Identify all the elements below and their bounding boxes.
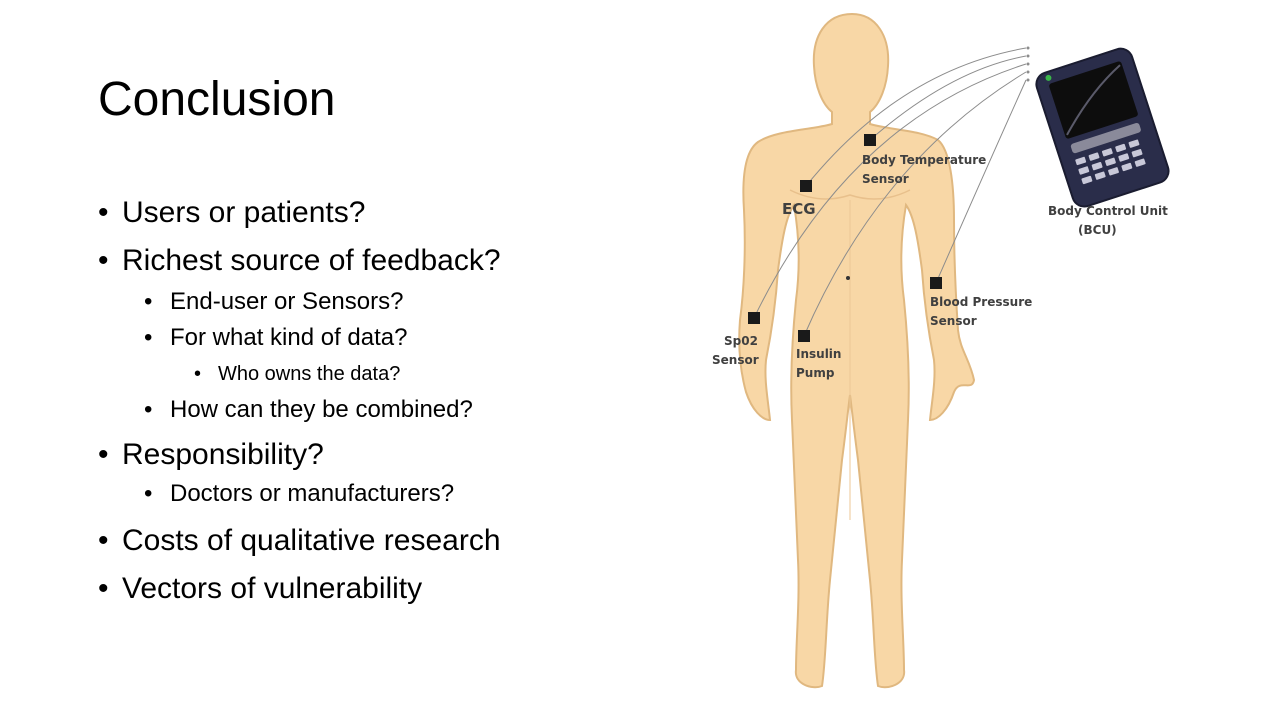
spo2-label-line2: Sensor xyxy=(712,353,759,367)
bcu-device-icon xyxy=(1035,47,1170,208)
ecg-sensor-icon xyxy=(800,180,812,192)
human-body-illustration xyxy=(738,12,976,689)
bullet-dot-icon: • xyxy=(98,196,109,229)
body-temperature-sensor-icon xyxy=(864,134,876,146)
blood-pressure-label-line2: Sensor xyxy=(930,314,977,328)
body-sensor-network-figure: ECG Body Temperature Sensor Body Control… xyxy=(712,12,1170,689)
bullet-dot-icon: • xyxy=(98,572,109,605)
bcu-label-line2: (BCU) xyxy=(1078,223,1117,237)
bullet-dot-icon: • xyxy=(144,288,153,315)
insulin-pump-label: Insulin xyxy=(796,347,841,361)
blood-pressure-sensor-icon xyxy=(930,277,942,289)
body-temperature-label-line2: Sensor xyxy=(862,172,909,186)
blood-pressure-label: Blood Pressure xyxy=(930,295,1032,309)
chest-line xyxy=(789,189,911,200)
bullet-dot-icon: • xyxy=(98,438,109,471)
insulin-pump-label-line2: Pump xyxy=(796,366,835,380)
bullet-dot-icon: • xyxy=(98,524,109,557)
navel-dot xyxy=(846,276,850,280)
bullet-dot-icon: • xyxy=(144,480,153,507)
body-temperature-label: Body Temperature xyxy=(862,153,986,167)
bullet-dot-icon: • xyxy=(144,324,153,351)
signal-dots xyxy=(1026,46,1030,82)
ecg-label: ECG xyxy=(782,200,816,218)
bullet-dot-icon: • xyxy=(98,244,109,277)
bullet-dot-icon: • xyxy=(144,396,153,423)
insulin-pump-icon xyxy=(798,330,810,342)
spo2-sensor-icon xyxy=(748,312,760,324)
wireless-link-lines xyxy=(753,47,1027,337)
spo2-label: Sp02 xyxy=(724,334,758,348)
slide-title: Conclusion xyxy=(98,73,336,126)
bullet-dot-icon: • xyxy=(194,363,202,385)
bcu-label: Body Control Unit xyxy=(1048,204,1168,218)
